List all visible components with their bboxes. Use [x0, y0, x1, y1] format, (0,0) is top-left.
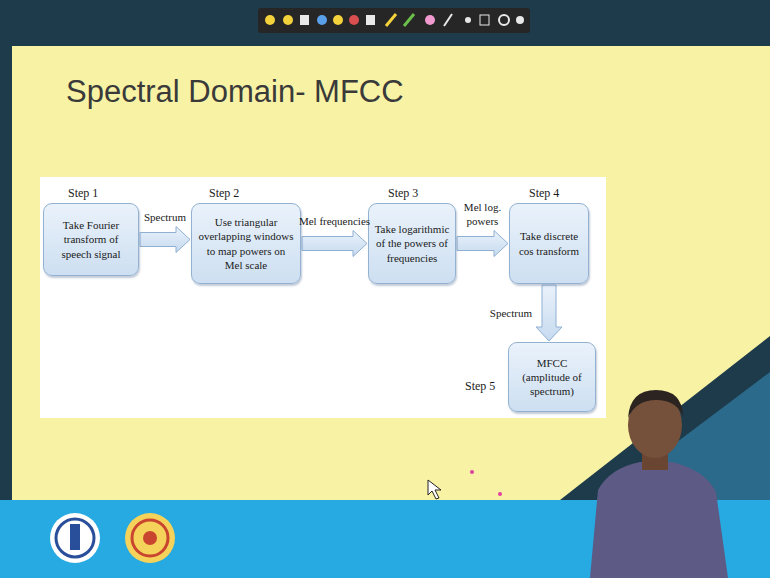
toolbar-icon: [333, 15, 343, 25]
step-text: Take logarithmic of the powers of freque…: [369, 222, 455, 264]
step-heading: Step 1: [68, 186, 98, 201]
toolbar-icon: [317, 15, 327, 25]
edge-label: Mel frequencies: [293, 214, 377, 228]
slide-title: Spectral Domain- MFCC: [66, 74, 404, 110]
step-heading: Step 3: [388, 186, 418, 201]
process-box: Step 1Take Fourier transform of speech s…: [43, 203, 139, 276]
step-heading: Step 2: [209, 186, 239, 201]
step-heading: Step 5: [465, 379, 495, 394]
step-text: MFCC (amplitude of spectrum): [509, 356, 595, 398]
lecturer-shirt: [590, 462, 728, 578]
process-box: Step 2Use triangular overlapping windows…: [191, 203, 301, 284]
toolbar-icon: [349, 15, 359, 25]
block-arrow: [302, 231, 367, 257]
lecturer-figure: [590, 390, 728, 578]
process-box: Step 5MFCC (amplitude of spectrum): [508, 342, 596, 412]
process-box: Step 4Take discrete cos transform: [509, 203, 589, 284]
toolbar-icon: [425, 15, 435, 25]
edge-label: Spectrum: [490, 306, 532, 320]
step-text: Take Fourier transform of speech signal: [44, 218, 138, 260]
toolbar-icon: [516, 16, 524, 24]
pen-dot: [470, 470, 474, 474]
toolbar-icon: [283, 15, 293, 25]
toolbar-icon: [386, 14, 396, 26]
step-text: Take discrete cos transform: [510, 229, 588, 257]
left-strip: [0, 0, 12, 500]
process-box: Step 3Take logarithmic of the powers of …: [368, 203, 456, 284]
logo-disc: [50, 513, 100, 563]
toolbar-icon: [404, 14, 414, 26]
programme-logo: [125, 513, 175, 563]
lecturer-hair: [628, 390, 683, 418]
logo-mark: [143, 531, 157, 545]
diagram-panel: [40, 177, 606, 418]
toolbar-icon: [480, 15, 489, 25]
toolbar-icon: [265, 15, 275, 25]
toolbar-icons: [265, 14, 524, 26]
logo-disc: [125, 513, 175, 563]
logo-ring: [56, 519, 94, 557]
pen-dot: [498, 492, 502, 496]
logo-mark: [70, 524, 80, 550]
step-heading: Step 4: [529, 186, 559, 201]
block-arrow: [536, 285, 562, 341]
block-arrow: [457, 231, 508, 257]
toolbar-icon: [300, 15, 309, 25]
block-arrow: [140, 227, 190, 253]
pen-toolbar: [258, 8, 530, 33]
edge-label: Mel log. powers: [459, 200, 507, 229]
top-bar: [0, 0, 770, 46]
mouse-cursor: [428, 480, 441, 499]
toolbar-icon: [444, 14, 452, 26]
logo-ring: [132, 520, 168, 556]
step-text: Use triangular overlapping windows to ma…: [192, 215, 300, 271]
toolbar-icon: [465, 17, 471, 23]
toolbar-icon: [499, 15, 509, 25]
edge-label: Spectrum: [135, 210, 195, 224]
institute-logo: [50, 513, 100, 563]
toolbar-icon: [366, 15, 375, 25]
